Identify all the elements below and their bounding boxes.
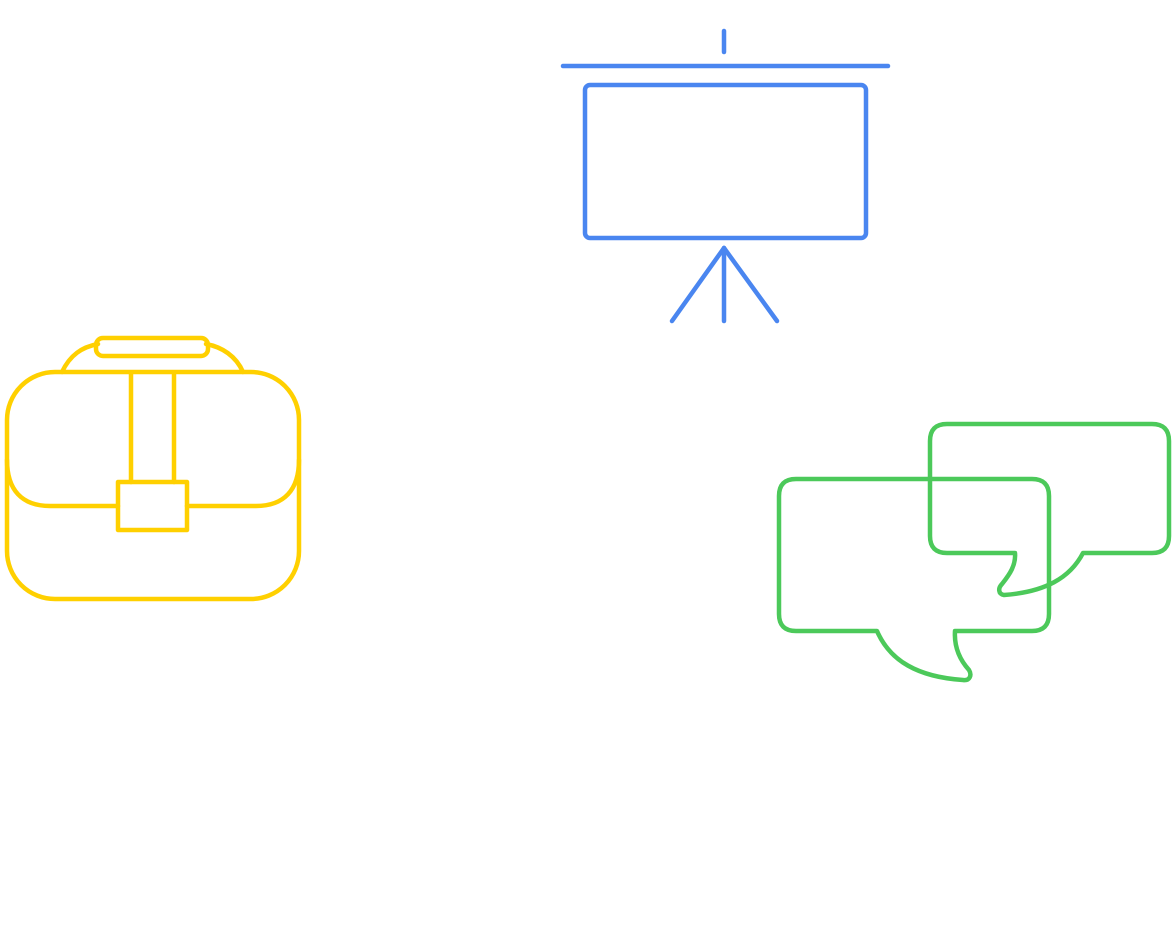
briefcase-handle — [93, 335, 211, 359]
chat-bubbles-icon — [776, 421, 1172, 683]
briefcase-icon — [4, 335, 302, 602]
chat-bubble-back — [927, 421, 1172, 598]
projector-screen-icon — [560, 28, 891, 324]
chat-bubble-front — [776, 476, 1052, 683]
briefcase-flap — [4, 457, 302, 509]
screen-panel — [582, 82, 869, 241]
briefcase-clasp — [115, 479, 190, 533]
tripod-right-leg — [721, 245, 780, 324]
briefcase-body — [4, 369, 302, 602]
tripod-left-leg — [669, 245, 727, 324]
